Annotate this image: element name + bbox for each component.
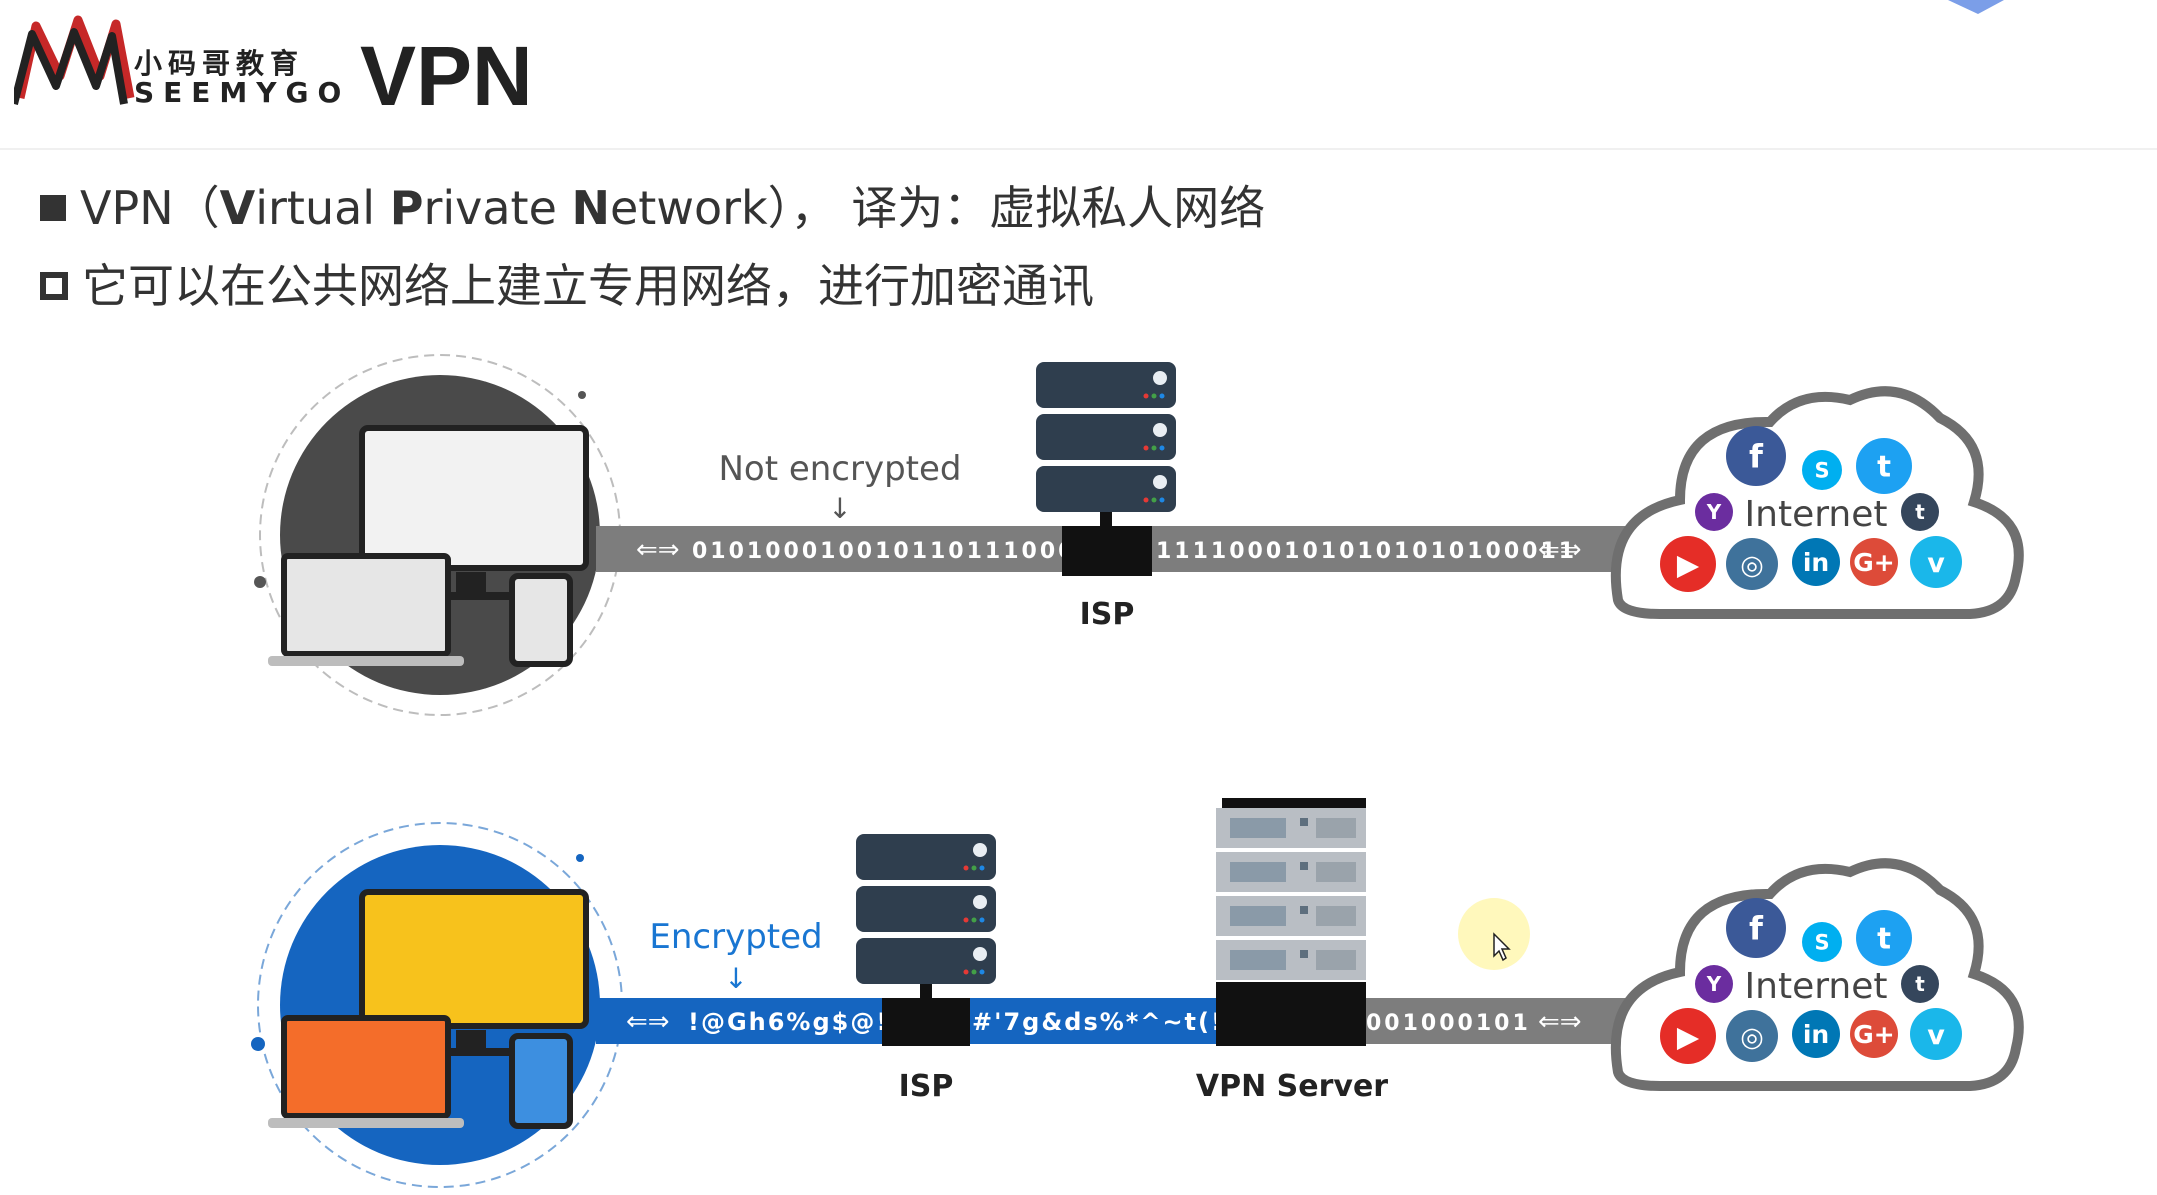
encrypted-label: Encrypted bbox=[649, 917, 822, 957]
skype-icon: S bbox=[1802, 450, 1842, 490]
bullet-vpn-definition: VPN（Virtual Private Network）， 译为：虚拟私人网络 bbox=[40, 172, 1265, 238]
top-isp-server-icon bbox=[1036, 362, 1176, 576]
bullet-vpn-purpose: 它可以在公共网络上建立专用网络，进行加密通讯 bbox=[40, 250, 1094, 316]
svg-text:◎: ◎ bbox=[1740, 550, 1764, 581]
twitter-icon: t bbox=[1856, 910, 1912, 966]
twitter-icon: t bbox=[1856, 438, 1912, 494]
bottom-isp-label: ISP bbox=[899, 1069, 954, 1104]
skype-icon: S bbox=[1802, 922, 1842, 962]
svg-text:▶: ▶ bbox=[1677, 1020, 1700, 1054]
svg-text:t: t bbox=[1877, 450, 1891, 484]
svg-text:in: in bbox=[1803, 548, 1829, 577]
googleplus-icon: G+ bbox=[1850, 1010, 1898, 1058]
vpn-server-label: VPN Server bbox=[1196, 1069, 1388, 1104]
logo-chinese-text: 小码哥教育 bbox=[134, 47, 305, 80]
page-title: VPN bbox=[360, 29, 533, 123]
top-left-arrow-icon: ⇐⇒ bbox=[636, 535, 680, 565]
bottom-monitor-icon bbox=[359, 889, 589, 1056]
top-internet-label: Internet bbox=[1745, 494, 1888, 535]
tumblr-icon: t bbox=[1901, 965, 1939, 1003]
logo-english-text: SEEMYGO bbox=[134, 76, 351, 109]
tumblr-icon: t bbox=[1901, 493, 1939, 531]
linkedin-icon: in bbox=[1792, 1010, 1840, 1058]
bottom-cipher-left: !@Gh6%g$@! bbox=[688, 1008, 889, 1036]
youtube-icon: ▶ bbox=[1660, 536, 1716, 592]
vimeo-icon: v bbox=[1910, 536, 1962, 588]
top-tablet-icon bbox=[509, 573, 573, 667]
bottom-unencrypted-pipe bbox=[1366, 998, 1626, 1044]
bottom-right-arrow-icon: ⇐⇒ bbox=[1538, 1007, 1582, 1037]
bottom-cipher-right: #'7g&ds%*^~t(! bbox=[972, 1008, 1224, 1036]
mouse-cursor-icon bbox=[1458, 898, 1530, 970]
svg-text:G+: G+ bbox=[1853, 548, 1894, 577]
svg-text:v: v bbox=[1927, 548, 1945, 579]
bottom-isp-server-icon bbox=[856, 834, 996, 1046]
top-isp-label: ISP bbox=[1080, 597, 1135, 632]
svg-text:G+: G+ bbox=[1853, 1020, 1894, 1049]
linkedin-icon: in bbox=[1792, 538, 1840, 586]
svg-text:t: t bbox=[1915, 972, 1925, 996]
svg-text:Y: Y bbox=[1706, 500, 1722, 524]
facebook-icon: f bbox=[1726, 898, 1786, 958]
googleplus-icon: G+ bbox=[1850, 538, 1898, 586]
seemygo-logo bbox=[14, 15, 135, 105]
filled-square-bullet-icon bbox=[40, 194, 66, 221]
corner-decoration-icon bbox=[1948, 0, 2004, 14]
facebook-icon: f bbox=[1726, 426, 1786, 486]
svg-text:t: t bbox=[1915, 500, 1925, 524]
instagram-icon: ◎ bbox=[1726, 1010, 1778, 1062]
top-bits-right: 11110001010101010100011 bbox=[1156, 539, 1577, 564]
svg-text:t: t bbox=[1877, 922, 1891, 956]
svg-text:in: in bbox=[1803, 1020, 1829, 1049]
yahoo-icon: Y bbox=[1695, 493, 1733, 531]
svg-text:S: S bbox=[1814, 931, 1829, 955]
top-right-arrow-icon: ⇐⇒ bbox=[1538, 535, 1582, 565]
instagram-icon: ◎ bbox=[1726, 538, 1778, 590]
svg-text:S: S bbox=[1814, 459, 1829, 483]
top-device-group bbox=[254, 354, 621, 716]
hollow-square-bullet-icon bbox=[40, 271, 68, 300]
bottom-bits-out: 001000101 bbox=[1366, 1011, 1531, 1036]
top-laptop-icon bbox=[268, 553, 464, 666]
vpn-server-rack-icon bbox=[1216, 798, 1366, 1046]
header-bar: 小码哥教育 SEEMYGO VPN bbox=[0, 0, 2157, 150]
svg-text:v: v bbox=[1927, 1020, 1945, 1051]
bottom-laptop-icon bbox=[268, 1015, 464, 1128]
bottom-tablet-icon bbox=[509, 1033, 573, 1129]
yahoo-icon: Y bbox=[1695, 965, 1733, 1003]
bottom-left-arrow-icon: ⇐⇒ bbox=[626, 1007, 670, 1037]
down-arrow-icon: ↓ bbox=[724, 962, 747, 995]
top-monitor-icon bbox=[359, 425, 589, 600]
bottom-internet-label: Internet bbox=[1745, 966, 1888, 1007]
svg-text:▶: ▶ bbox=[1677, 548, 1700, 582]
svg-text:f: f bbox=[1749, 909, 1764, 947]
svg-text:◎: ◎ bbox=[1740, 1022, 1764, 1053]
down-arrow-icon: ↓ bbox=[828, 492, 851, 525]
svg-text:Y: Y bbox=[1706, 972, 1722, 996]
not-encrypted-label: Not encrypted bbox=[718, 449, 961, 489]
svg-text:f: f bbox=[1749, 437, 1764, 475]
top-bits-left: 0101000100101101110000 bbox=[692, 539, 1095, 564]
vimeo-icon: v bbox=[1910, 1008, 1962, 1060]
bottom-device-group bbox=[251, 822, 623, 1188]
youtube-icon: ▶ bbox=[1660, 1008, 1716, 1064]
